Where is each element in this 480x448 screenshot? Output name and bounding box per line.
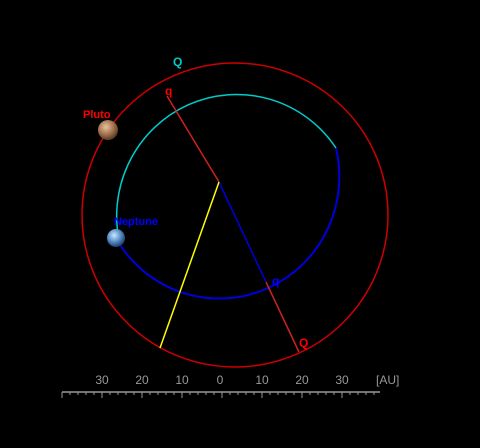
neptune-label: Neptune [114, 216, 158, 228]
pluto-aphelion-label: Q [299, 336, 308, 350]
neptune-apsides-line [218, 181, 267, 283]
tick-label-30-left: 30 [95, 373, 109, 387]
pluto-perihelion-label: q [165, 84, 172, 98]
tick-label-0: 0 [217, 373, 224, 387]
tick-label-30-right: 30 [335, 373, 349, 387]
pluto-orbit [81, 62, 389, 368]
neptune-aphelion-label: Q [173, 55, 182, 69]
pluto-apsides-line-upper [166, 95, 220, 183]
tick-label-20-right: 20 [295, 373, 309, 387]
tick-label-20-left: 20 [135, 373, 149, 387]
neptune-orbit-above [115, 93, 337, 246]
node-line [159, 181, 220, 349]
pluto-planet [98, 120, 118, 140]
neptune-planet [107, 229, 125, 247]
neptune-orbit-below [119, 147, 341, 300]
tick-label-10-right: 10 [255, 373, 269, 387]
tick-label-10-left: 10 [175, 373, 189, 387]
pluto-apsides-line-lower [265, 281, 300, 353]
scale-ticks [61, 392, 375, 398]
unit-label: [AU] [376, 373, 399, 387]
neptune-perihelion-label: q [272, 274, 279, 288]
scale-bar: 30 20 10 0 10 20 30 [AU] [61, 373, 399, 398]
pluto-label: Pluto [83, 109, 111, 121]
